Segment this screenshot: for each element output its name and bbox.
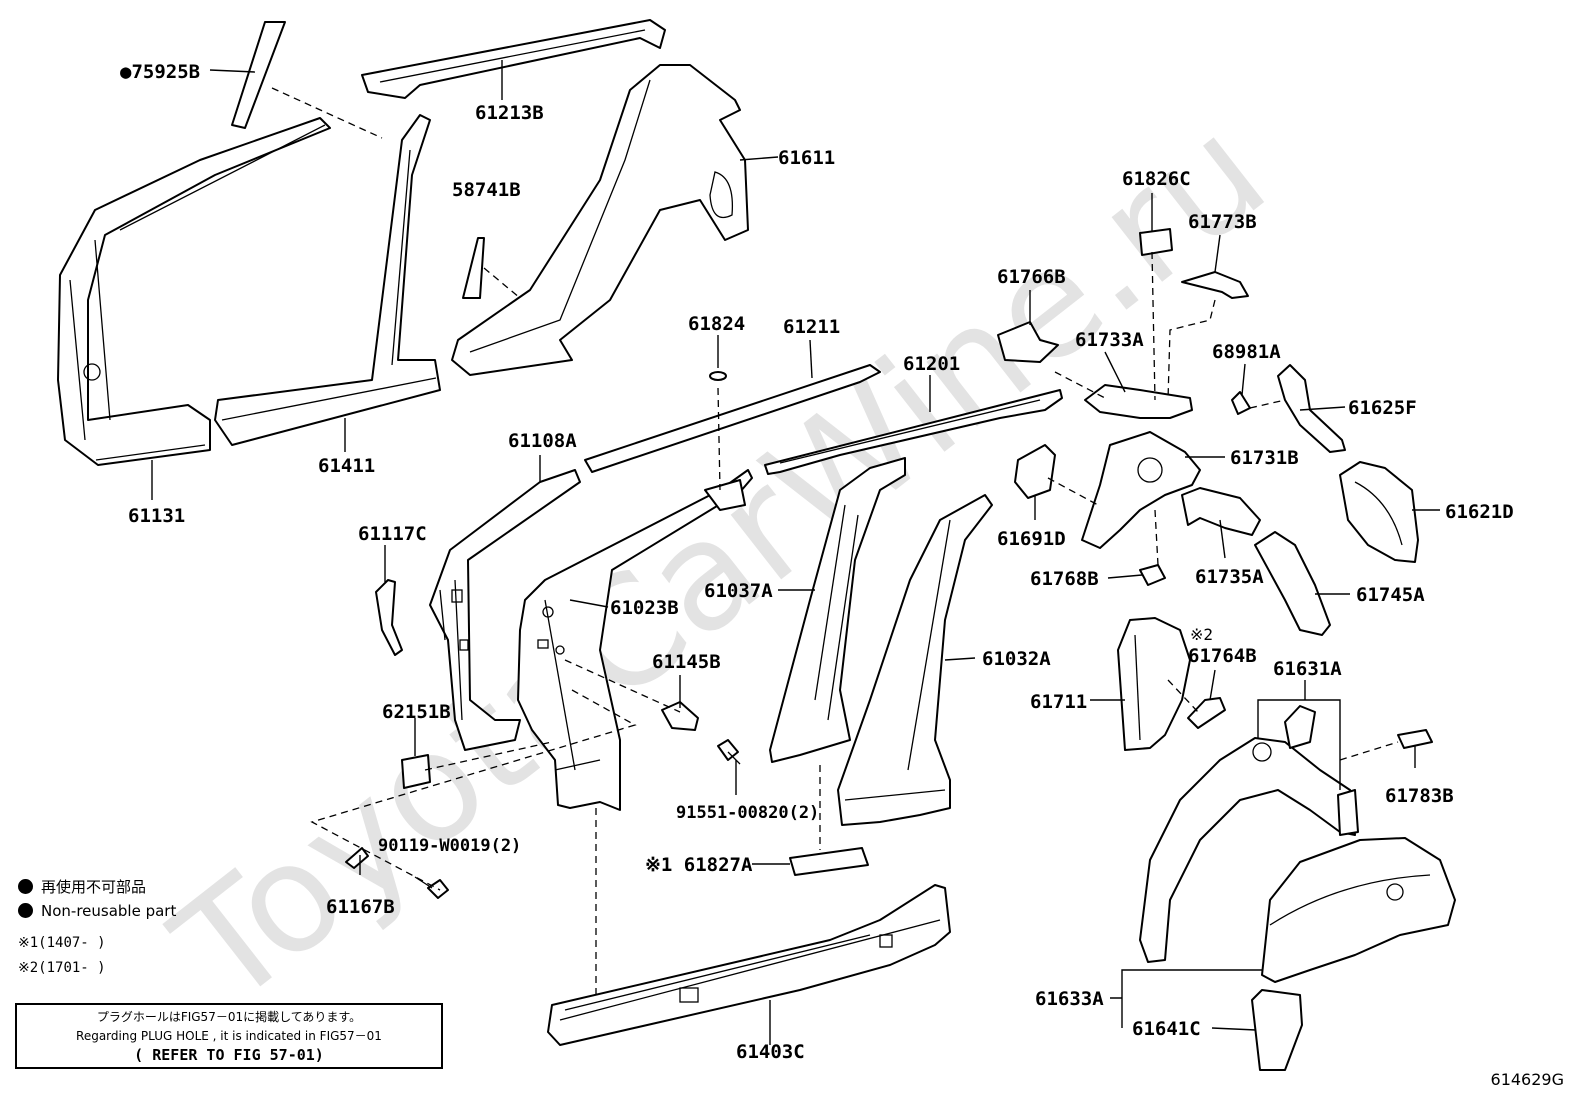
part-61621D-panel[interactable] bbox=[1339, 461, 1419, 563]
label-61131[interactable]: 61131 bbox=[128, 505, 185, 527]
part-75925B-strip[interactable] bbox=[231, 21, 286, 129]
part-61827A-pad[interactable] bbox=[789, 847, 869, 876]
part-61131-side-outer-panel[interactable] bbox=[57, 117, 331, 466]
note-2: ※2(1701- ) bbox=[18, 960, 106, 976]
label-61733A[interactable]: 61733A bbox=[1075, 329, 1144, 351]
label-58741B[interactable]: 58741B bbox=[452, 179, 521, 201]
label-61037A[interactable]: 61037A bbox=[704, 580, 773, 602]
part-61783B-pad[interactable] bbox=[1397, 729, 1433, 749]
part-labels: ●75925B 61213B 61611 58741B 61131 61411 … bbox=[120, 61, 1514, 1063]
part-61641C-extension[interactable] bbox=[1251, 989, 1303, 1071]
legend-row-jp: 再使用不可部品 bbox=[18, 876, 146, 897]
label-61826C[interactable]: 61826C bbox=[1122, 168, 1191, 190]
legend-row-en: Non-reusable part bbox=[18, 902, 176, 920]
label-61768B[interactable]: 61768B bbox=[1030, 568, 1099, 590]
label-61731B[interactable]: 61731B bbox=[1230, 447, 1299, 469]
part-61691D-bracket[interactable] bbox=[1014, 444, 1056, 499]
part-61731B-wheelhouse-upper[interactable] bbox=[1081, 431, 1201, 549]
label-75925B[interactable]: ●75925B bbox=[120, 61, 200, 83]
label-61631A[interactable]: 61631A bbox=[1273, 658, 1342, 680]
part-61764B-bracket[interactable] bbox=[1187, 697, 1226, 729]
label-61633A[interactable]: 61633A bbox=[1035, 988, 1104, 1010]
part-61037A-pillar-reinforcement[interactable] bbox=[769, 457, 906, 763]
part-61735A-extension[interactable] bbox=[1181, 487, 1261, 536]
label-61641C[interactable]: 61641C bbox=[1132, 1018, 1201, 1040]
reference-text-jp: プラグホールはFIG57－01に掲載してあります。 bbox=[96, 1010, 362, 1024]
leader-lines bbox=[151, 60, 1440, 1045]
label-61213B[interactable]: 61213B bbox=[475, 102, 544, 124]
label-90119[interactable]: 90119-W0019(2) bbox=[378, 836, 521, 856]
part-61611-quarter-panel[interactable] bbox=[451, 64, 749, 376]
label-61411[interactable]: 61411 bbox=[318, 455, 375, 477]
label-61167B[interactable]: 61167B bbox=[326, 896, 395, 918]
part-61108A-pillar-inner[interactable] bbox=[429, 469, 581, 751]
part-58741B-trim[interactable] bbox=[462, 237, 485, 299]
part-61625F-extension[interactable] bbox=[1277, 364, 1346, 453]
label-61211[interactable]: 61211 bbox=[783, 316, 840, 338]
note-1: ※1(1407- ) bbox=[18, 935, 106, 951]
label-61783B[interactable]: 61783B bbox=[1385, 785, 1454, 807]
label-61711[interactable]: 61711 bbox=[1030, 691, 1087, 713]
reference-box: プラグホールはFIG57－01に掲載してあります。 Regarding PLUG… bbox=[15, 1003, 443, 1069]
part-61826C-block[interactable] bbox=[1139, 228, 1173, 256]
label-61827A[interactable]: ※1 61827A bbox=[645, 854, 753, 876]
part-61117C-bracket[interactable] bbox=[375, 579, 403, 656]
label-61766B[interactable]: 61766B bbox=[997, 266, 1066, 288]
bullet-icon bbox=[18, 879, 33, 894]
label-62151B[interactable]: 62151B bbox=[382, 701, 451, 723]
part-62151B-block[interactable] bbox=[401, 754, 431, 789]
part-68981A-clip[interactable] bbox=[1231, 391, 1251, 415]
part-61167B-clip[interactable] bbox=[345, 847, 369, 869]
part-61032A-center-pillar[interactable] bbox=[837, 494, 993, 826]
label-61032A[interactable]: 61032A bbox=[982, 648, 1051, 670]
part-61633A-wheelhouse-inner[interactable] bbox=[1261, 837, 1456, 983]
label-68981A[interactable]: 68981A bbox=[1212, 341, 1281, 363]
label-61764B-mark: ※2 bbox=[1190, 625, 1213, 644]
reference-text-en: Regarding PLUG HOLE , it is indicated in… bbox=[76, 1029, 382, 1043]
label-61764B[interactable]: 61764B bbox=[1188, 645, 1257, 667]
reference-link[interactable]: ( REFER TO FIG 57-01) bbox=[134, 1046, 324, 1064]
bullet-icon bbox=[18, 903, 33, 918]
part-61213B-roof-rail[interactable] bbox=[361, 19, 666, 99]
connector-lines bbox=[271, 87, 1399, 1000]
part-61824-plug[interactable] bbox=[709, 371, 727, 381]
label-61824[interactable]: 61824 bbox=[688, 313, 745, 335]
part-61745A-panel[interactable] bbox=[1254, 531, 1331, 636]
part-61711-panel[interactable] bbox=[1117, 617, 1191, 751]
label-91551[interactable]: 91551-00820(2) bbox=[676, 803, 819, 823]
label-61625F[interactable]: 61625F bbox=[1348, 397, 1417, 419]
label-61745A[interactable]: 61745A bbox=[1356, 584, 1425, 606]
part-61211-roof-side-rail[interactable] bbox=[584, 364, 881, 473]
legend-text-en: Non-reusable part bbox=[41, 902, 177, 920]
label-61611[interactable]: 61611 bbox=[778, 147, 835, 169]
figure-id: 614629G bbox=[1490, 1070, 1564, 1089]
label-61201[interactable]: 61201 bbox=[903, 353, 960, 375]
part-91551-bolt[interactable] bbox=[717, 739, 741, 765]
label-61735A[interactable]: 61735A bbox=[1195, 566, 1264, 588]
part-61023B-center-pillar[interactable] bbox=[517, 469, 753, 811]
part-61631A-wheelhouse-outer[interactable] bbox=[1139, 705, 1359, 963]
label-61108A[interactable]: 61108A bbox=[508, 430, 577, 452]
label-61023B[interactable]: 61023B bbox=[610, 597, 679, 619]
part-61411-rocker-pillar[interactable] bbox=[214, 114, 441, 446]
part-61768B-clip[interactable] bbox=[1139, 564, 1166, 586]
legend-text-jp: 再使用不可部品 bbox=[41, 878, 147, 896]
part-61145B-bracket[interactable] bbox=[661, 701, 699, 731]
part-61733A-gusset[interactable] bbox=[1084, 384, 1193, 419]
part-61201-roof-side-inner[interactable] bbox=[764, 389, 1063, 475]
label-61773B[interactable]: 61773B bbox=[1188, 211, 1257, 233]
label-61403C[interactable]: 61403C bbox=[736, 1041, 805, 1063]
label-61691D[interactable]: 61691D bbox=[997, 528, 1066, 550]
label-61621D[interactable]: 61621D bbox=[1445, 501, 1514, 523]
label-61117C[interactable]: 61117C bbox=[358, 523, 427, 545]
part-61403C-rocker-inner[interactable] bbox=[547, 884, 951, 1046]
label-61145B[interactable]: 61145B bbox=[652, 651, 721, 673]
